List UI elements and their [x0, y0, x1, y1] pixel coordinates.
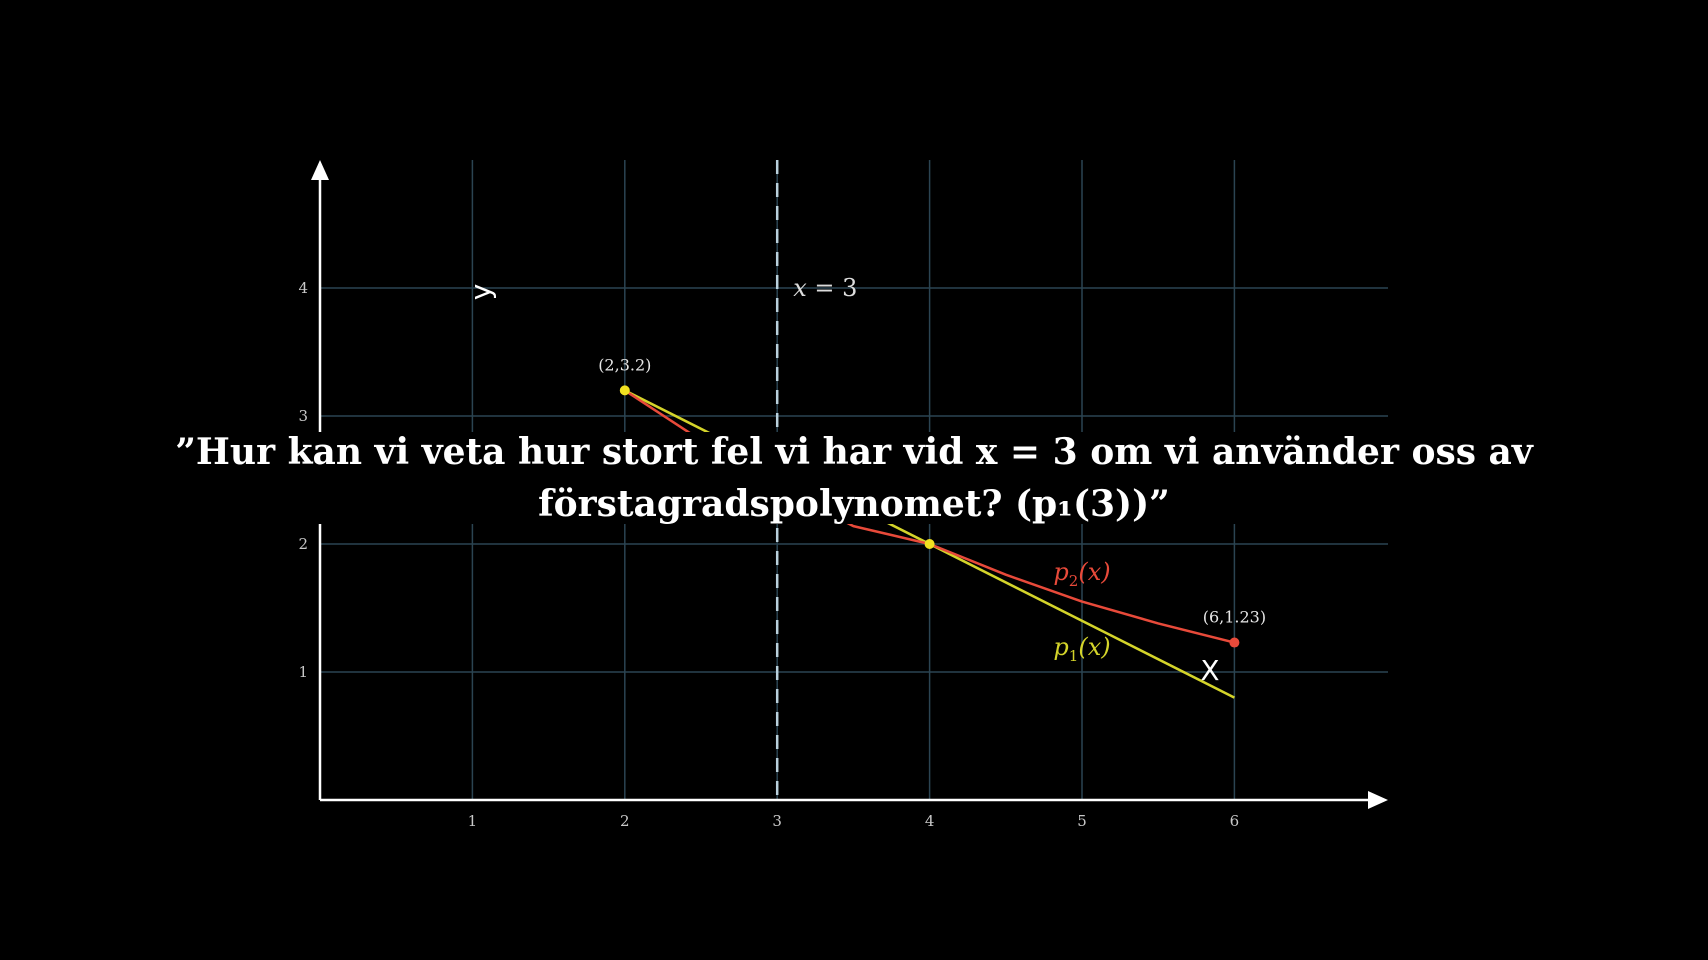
- y-axis-arrow-icon: [311, 160, 329, 180]
- x-tick-label: 4: [925, 812, 935, 830]
- data-points: (2,3.2) (6,1.23): [598, 355, 1266, 648]
- data-point-1: [619, 385, 630, 396]
- caption-line-2: förstagradspolynomet? (p₁(3))”: [538, 483, 1170, 525]
- vline-label: x = 3: [793, 274, 857, 302]
- x-tick-label: 2: [620, 812, 630, 830]
- y-tick-label: 4: [298, 279, 308, 297]
- vertical-dashed-line: x = 3: [775, 160, 857, 800]
- y-tick-label: 2: [298, 535, 308, 553]
- data-point-label: (6,1.23): [1203, 608, 1266, 627]
- y-tick-label: 3: [298, 407, 308, 425]
- x-axis-label: X: [1200, 654, 1219, 687]
- series-label-p2: p2(x): [1053, 558, 1110, 590]
- x-tick-label: 3: [772, 812, 782, 830]
- y-tick-label: 1: [298, 663, 308, 681]
- caption: ”Hur kan vi veta hur stort fel vi har vi…: [0, 426, 1708, 530]
- caption-backdrop: [300, 432, 1408, 524]
- data-point-2: [924, 539, 935, 549]
- data-point-3: [1229, 637, 1240, 648]
- y-axis-label: y: [464, 284, 497, 301]
- caption-line-1: ”Hur kan vi veta hur stort fel vi har vi…: [175, 431, 1533, 473]
- tick-labels: 1 2 3 4 5 6 1 2 3 4: [298, 279, 1239, 830]
- data-point-label: (2,3.2): [598, 355, 651, 374]
- x-tick-label: 5: [1077, 812, 1087, 830]
- x-tick-label: 1: [468, 812, 478, 830]
- x-tick-label: 6: [1230, 812, 1240, 830]
- series-label-p1: p1(x): [1053, 633, 1110, 665]
- x-axis-arrow-icon: [1368, 791, 1388, 809]
